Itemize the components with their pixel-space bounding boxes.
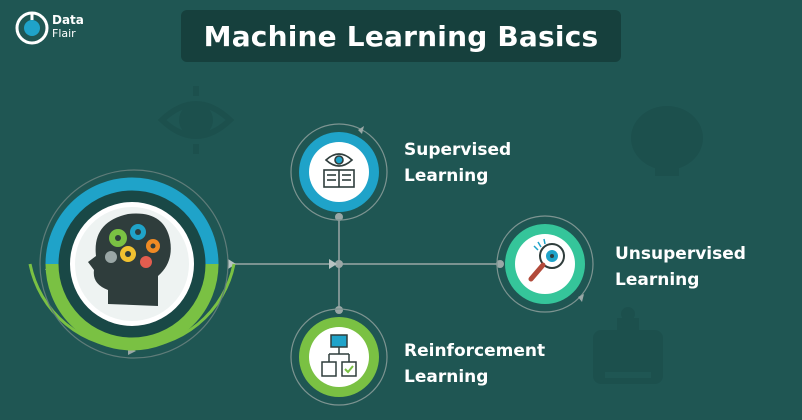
brain-gears-head-icon (88, 213, 171, 306)
title-banner: Machine Learning Basics (181, 10, 621, 62)
page-title: Machine Learning Basics (203, 19, 599, 53)
node-label-reinforcement: Reinforcement Learning (404, 338, 545, 390)
node-label-unsupervised: Unsupervised Learning (615, 241, 746, 293)
eye-watermark-icon (157, 86, 235, 154)
reinforcement-node (290, 308, 388, 406)
unsupervised-line1: Unsupervised (615, 244, 746, 264)
reinforcement-line2: Learning (404, 367, 489, 387)
supervised-line1: Supervised (404, 140, 512, 160)
brand-mark-icon (15, 11, 49, 45)
brand-subname: Flair (52, 27, 76, 40)
connector-dots (335, 213, 504, 314)
flowchart-icon (321, 334, 357, 377)
connector-arrows (228, 259, 337, 269)
robot-watermark-icon (593, 307, 663, 384)
brand-logo: Data Flair (14, 10, 94, 50)
connector-lines (235, 217, 500, 310)
reinforcement-line1: Reinforcement (404, 341, 546, 361)
brand-name: Data (52, 13, 84, 27)
unsupervised-line2: Learning (615, 270, 700, 290)
brain-watermark-icon (631, 106, 703, 176)
eye-book-icon (323, 153, 355, 188)
magnifier-eye-icon (528, 238, 565, 282)
supervised-line2: Learning (404, 166, 489, 186)
node-label-supervised: Supervised Learning (404, 137, 511, 189)
